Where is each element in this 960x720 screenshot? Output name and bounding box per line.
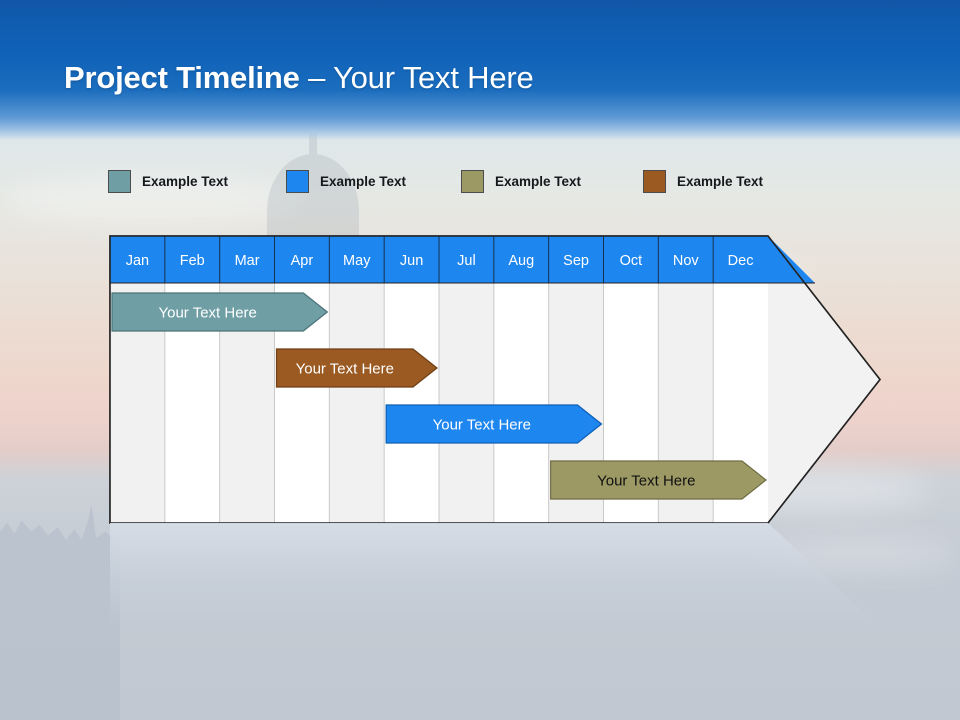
- month-header-may[interactable]: May: [343, 253, 371, 269]
- timeline-arrow-outline: [109, 235, 882, 524]
- month-header-dec[interactable]: Dec: [728, 253, 754, 269]
- task-bar-label: Your Text Here: [433, 417, 531, 434]
- month-header-jan[interactable]: Jan: [126, 253, 149, 269]
- month-header-jul[interactable]: Jul: [457, 253, 476, 269]
- legend-color-swatch: [461, 169, 484, 193]
- legend-item-label: Example Text: [320, 173, 407, 189]
- task-bar-shape[interactable]: [385, 404, 603, 444]
- month-header-jun[interactable]: Jun: [400, 253, 423, 269]
- task-bar-shape[interactable]: [111, 292, 329, 332]
- month-column-may: [329, 283, 385, 523]
- title-separator: –: [299, 60, 334, 95]
- task-bar-label: Your Text Here: [158, 305, 256, 322]
- title-light: Your Text Here: [333, 60, 534, 95]
- legend-item-label: Example Text: [495, 173, 582, 189]
- legend-item[interactable]: Example Text: [461, 168, 581, 194]
- task-bar[interactable]: Your Text Here: [111, 292, 329, 332]
- month-header-oct[interactable]: Oct: [620, 253, 643, 269]
- month-column-aug: [493, 283, 549, 523]
- legend-item[interactable]: Example Text: [643, 168, 763, 194]
- month-header-aug[interactable]: Aug: [508, 253, 534, 269]
- month-header-apr[interactable]: Apr: [291, 253, 314, 269]
- task-bar-label: Your Text Here: [296, 361, 394, 378]
- month-column-jul: [439, 283, 494, 523]
- task-bar-shape[interactable]: [550, 460, 767, 500]
- legend-color-swatch: [108, 169, 131, 193]
- page-title: Project Timeline – Your Text Here: [64, 60, 534, 96]
- chart-reflection: [110, 523, 880, 627]
- month-header-nov[interactable]: Nov: [673, 253, 700, 269]
- task-bar[interactable]: Your Text Here: [275, 348, 438, 388]
- month-header-band: [110, 236, 815, 283]
- legend-item-label: Example Text: [142, 173, 229, 189]
- month-header-feb[interactable]: Feb: [180, 253, 205, 269]
- task-bar[interactable]: Your Text Here: [550, 460, 767, 500]
- month-header-sep[interactable]: Sep: [563, 253, 589, 269]
- skyline-silhouette: [0, 505, 120, 720]
- task-bar-shape[interactable]: [275, 348, 438, 388]
- task-bar-label: Your Text Here: [597, 473, 695, 490]
- legend-item[interactable]: Example Text: [286, 168, 406, 194]
- title-strong: Project Timeline: [64, 60, 300, 95]
- legend-item-label: Example Text: [677, 173, 764, 189]
- month-column-jun: [384, 283, 439, 523]
- legend-item[interactable]: Example Text: [108, 168, 228, 194]
- legend-color-swatch: [286, 169, 309, 193]
- task-bar[interactable]: Your Text Here: [385, 404, 603, 444]
- header-band: [0, 0, 960, 140]
- legend-color-swatch: [643, 169, 666, 193]
- month-header-mar[interactable]: Mar: [235, 253, 260, 269]
- gantt-chart-svg: Jan Feb Mar Apr May Jun Jul Aug Sep Oct Nov DecYour…: [109, 235, 882, 524]
